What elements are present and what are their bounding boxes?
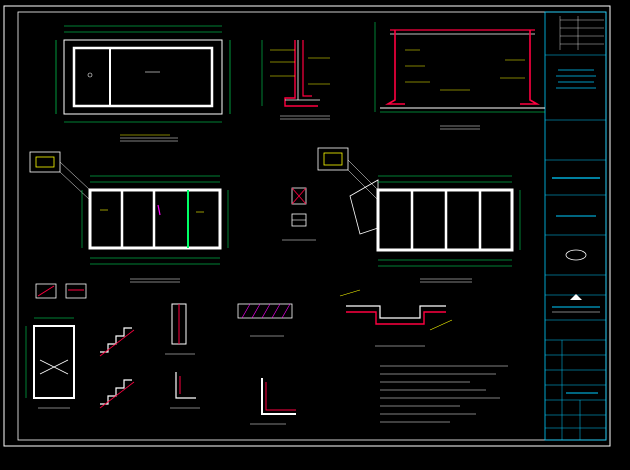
slab-hatch-detail[interactable] — [237, 303, 293, 337]
foundation-plan-right[interactable] — [317, 147, 521, 283]
elevation-section[interactable] — [374, 22, 545, 130]
top-plan-view[interactable] — [55, 25, 231, 142]
sheet-inner-frame — [17, 11, 607, 441]
pit-detail[interactable] — [25, 283, 87, 409]
column-detail[interactable] — [282, 187, 316, 241]
company-mark-icon — [570, 294, 582, 300]
beam-detail[interactable] — [165, 303, 200, 409]
sheet-outer-frame — [3, 5, 611, 447]
title-block — [544, 11, 607, 441]
wall-corner-detail[interactable] — [250, 378, 296, 425]
company-logo-icon — [565, 249, 587, 261]
stair-detail[interactable] — [99, 327, 135, 409]
footing-section[interactable] — [339, 289, 453, 347]
general-notes — [380, 365, 508, 423]
wall-section-detail[interactable] — [261, 40, 330, 120]
foundation-plan-left[interactable] — [29, 151, 229, 283]
